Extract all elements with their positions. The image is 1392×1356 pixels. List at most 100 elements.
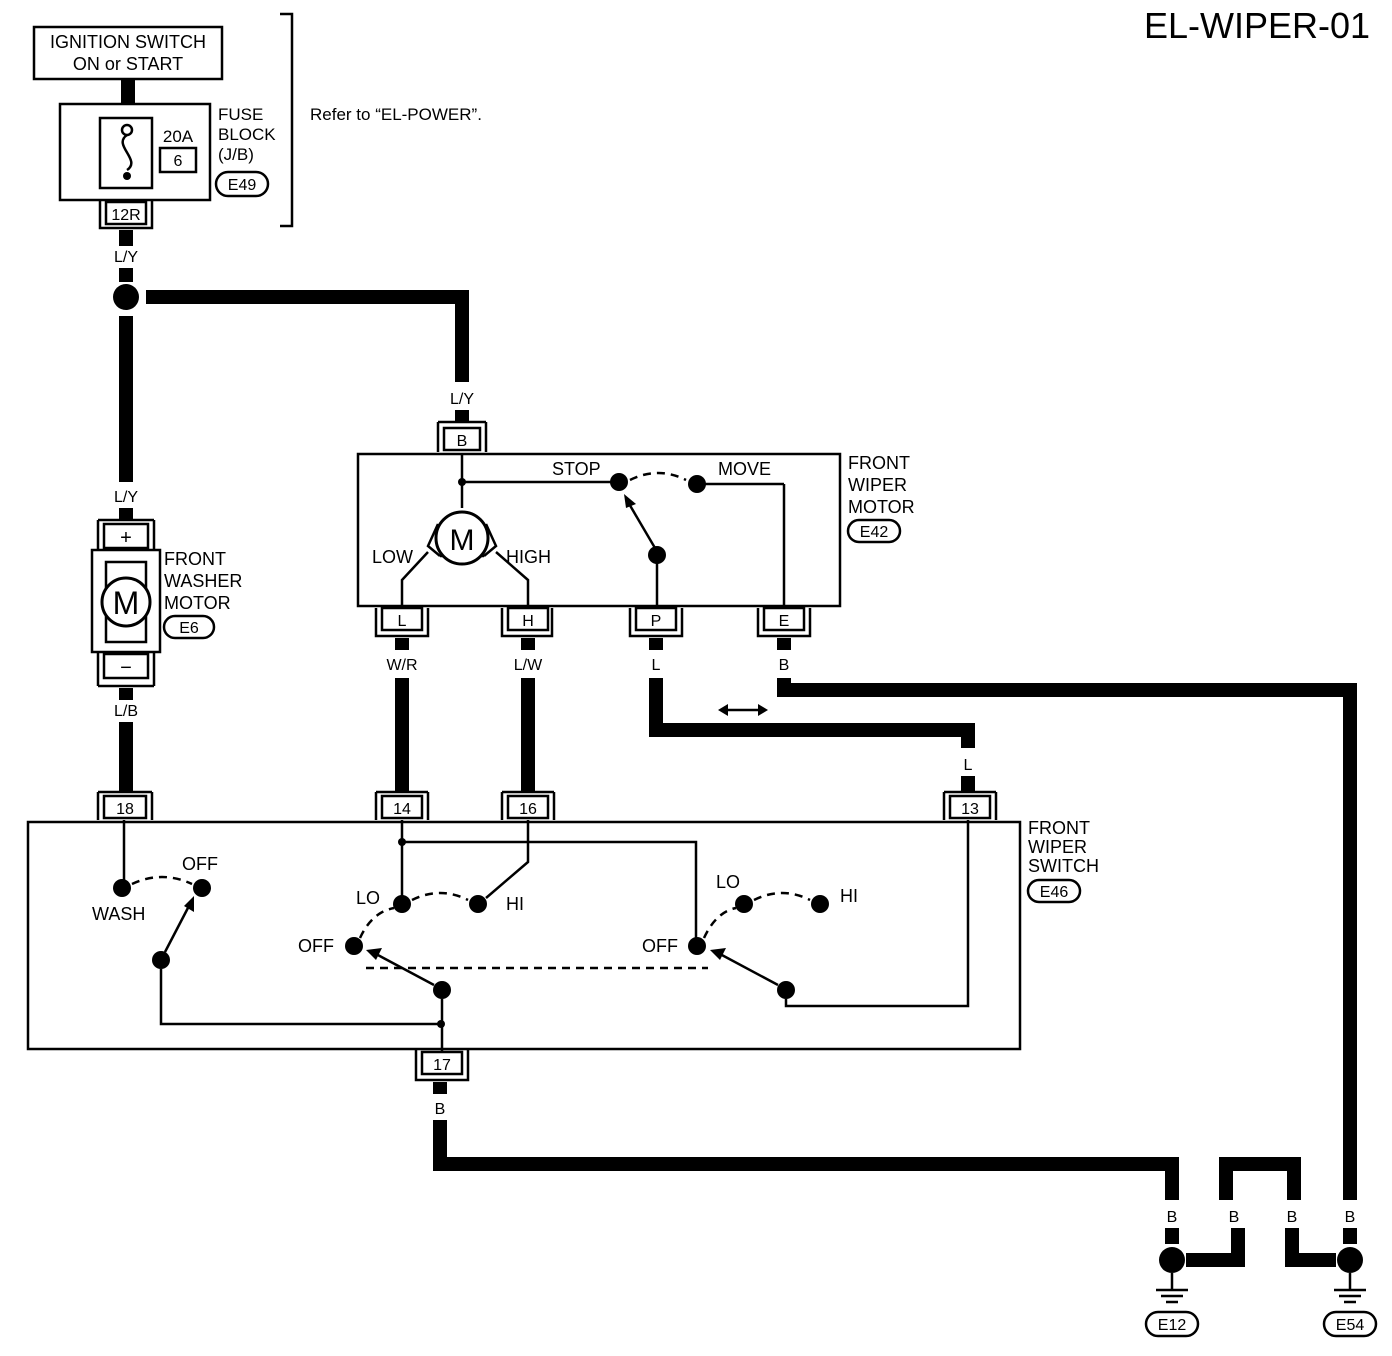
motor-cam-dash [629,471,687,482]
off2-contact [688,937,706,955]
switch-terminal-17: 17 [433,1057,451,1074]
wire-splice-to-wiper-motor [146,290,469,382]
wire-ground-bridge-top [1219,1157,1301,1200]
wash-common-lead [159,969,440,1026]
connector-12r-box [104,200,148,226]
motor-b-shell [436,420,488,452]
wire-earth-switch [433,1120,1179,1200]
lo-hi1-dash [411,891,469,902]
fuse-connector-id: E49 [228,177,257,194]
washer-plus-box [102,522,150,550]
switch-18-box [102,794,148,820]
fuse-block-label-2: BLOCK [218,125,276,144]
hi2-contact [811,895,829,913]
connector-12r-shell [98,200,154,230]
wiper-motor-symbol: M [450,524,475,557]
fuse-number-box [158,146,198,174]
off-lo1-dash [358,906,395,939]
switch-14-box [380,794,424,820]
motor-cam-pivot [648,546,666,564]
double-arrow-left-icon [718,704,728,716]
wiper-switch-label-3: SWITCH [1028,856,1099,876]
ground2-badge [1322,1310,1378,1338]
wire-ground-bridge-left [1186,1228,1245,1267]
wire-park [649,678,975,748]
wire-color-low: W/R [386,657,417,674]
washer-connector-id: E6 [179,620,199,637]
hi1-contact [469,895,487,913]
ignition-switch-box [32,25,224,81]
washer-label-2: WASHER [164,571,242,591]
motor-terminal-p: P [651,613,662,630]
splice-power [113,284,139,310]
wiper-motor-connector-id: E42 [860,524,889,541]
washer-minus-box [102,652,150,680]
wiper-motor-label-1: FRONT [848,453,910,473]
ground1-id: E12 [1158,1317,1187,1334]
switch-common-junction [437,1020,445,1028]
wiper-switch-label-1: FRONT [1028,818,1090,838]
wire-color-high: L/W [514,657,543,674]
motor-p-box [634,606,678,632]
wiper-switch-connector-badge [1026,878,1082,904]
wash-dash [131,875,193,886]
lo2-label: LO [716,872,740,892]
switch-17-shell [414,1050,470,1082]
wiper-switch-label-2: WIPER [1028,837,1087,857]
fuse-element-icon [121,133,133,172]
wire-color-park-lower: L [964,757,973,774]
motor-cam-arrow-icon [624,494,636,508]
switch-terminal-18: 18 [116,801,134,818]
wire-color-ground4: B [1345,1209,1356,1226]
wire-color-park: L [652,657,661,674]
switch2-arm [719,952,779,987]
washer-label-1: FRONT [164,549,226,569]
switch-14-to-intermittent [402,840,698,944]
wash-off-contact [193,879,211,897]
off2-label: OFF [642,936,678,956]
motor-terminal-l: L [398,613,407,630]
switch-terminal-14: 14 [393,801,411,818]
motor-e-shell [756,608,812,638]
ground2-id: E54 [1336,1317,1365,1334]
lo2-contact [735,895,753,913]
wiper-motor-icon [434,510,490,566]
switch1-pivot [433,981,451,999]
wire-ground-bridge-right [1285,1228,1336,1267]
motor-e-box [762,606,806,632]
wire-color-fuse-out: L/Y [114,249,138,266]
wire-color-to-washer: L/Y [114,489,138,506]
switch-terminal-16: 16 [519,801,537,818]
motor-low-lead [400,551,429,612]
wire-color-to-motor: L/Y [450,391,474,408]
washer-motor-symbol: M [113,585,140,621]
power-bracket [280,12,294,228]
motor-l-box [380,606,424,632]
motor-p-shell [628,608,684,638]
switch-13-box [948,794,992,820]
wash-label: WASH [92,904,145,924]
wire-color-ground3: B [1287,1209,1298,1226]
switch-16-box [506,794,550,820]
switch2-pivot [777,981,795,999]
fuse-terminal-bottom [123,172,131,180]
wire-color-earth-motor: B [779,657,790,674]
switch2-arrow-icon [710,948,726,960]
washer-connector-badge [162,614,216,640]
washer-minus: − [120,657,132,679]
switch-16-shell [500,790,556,820]
switch-18-shell [96,790,154,820]
washer-minus-shell [96,652,156,688]
wiper-switch-box [26,820,1022,1051]
switch2-to-13 [784,820,970,1008]
switch-13-shell [942,790,998,820]
wiper-motor-label-3: MOTOR [848,497,915,517]
switch-14-shell [374,790,430,820]
switch1-arm [375,952,435,987]
washer-motor-icon [100,576,152,628]
ignition-switch-label: IGNITION SWITCH [50,32,206,52]
fuse-connector-badge [214,170,270,198]
wiper-motor-connector-badge [846,518,902,544]
